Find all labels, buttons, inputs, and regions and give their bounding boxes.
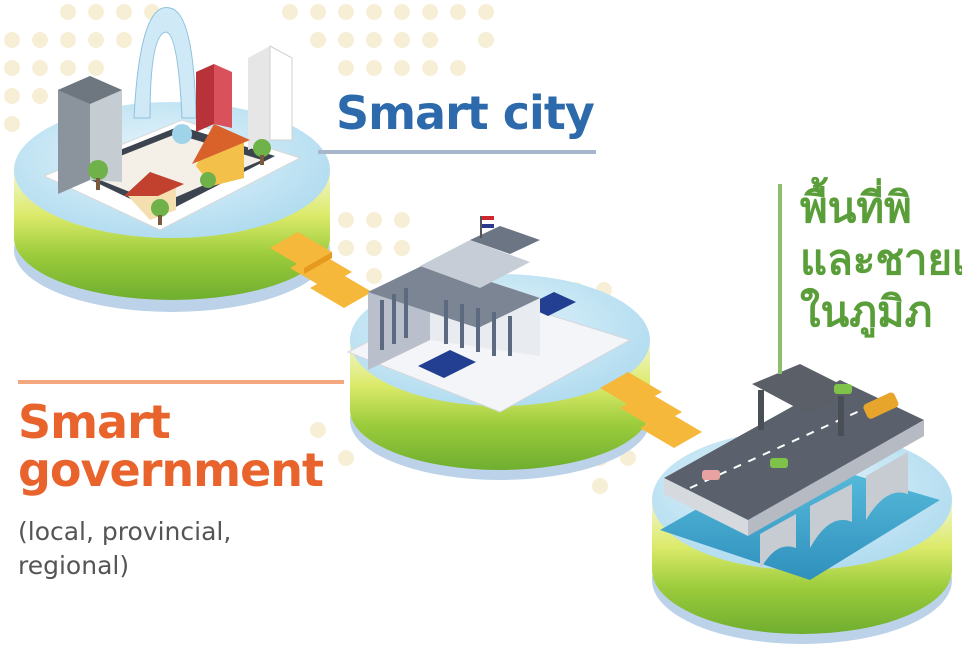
thai-heading-line1: พื้นที่พิ (800, 183, 912, 232)
thai-heading-line2: และชายเ (800, 235, 962, 284)
smart-government-subtitle: (local, provincial, regional) (18, 515, 231, 583)
smart-government-title-line1: Smart (18, 395, 171, 449)
dot-pattern-left (4, 4, 160, 132)
smart-government-subtitle-line1: (local, provincial, (18, 517, 232, 546)
thai-heading-rule (778, 184, 782, 374)
smart-government-rule (18, 380, 344, 384)
thai-heading: พื้นที่พิ และชายเ ในภูมิภ (800, 182, 962, 338)
smart-government-platform (346, 216, 650, 480)
smart-government-title: Smart government (18, 395, 324, 497)
connector-gov-to-bridge (600, 372, 702, 448)
thai-heading-line3: ในภูมิภ (800, 287, 933, 336)
dot-pattern-top (282, 4, 494, 76)
bridge-platform (652, 364, 952, 644)
connector-city-to-gov (270, 232, 372, 308)
smart-government-title-line2: government (18, 443, 324, 497)
smart-city-underline (318, 150, 596, 154)
smart-city-title: Smart city (336, 86, 595, 140)
smart-government-subtitle-line2: regional) (18, 551, 130, 580)
smart-city-platform (14, 7, 330, 312)
